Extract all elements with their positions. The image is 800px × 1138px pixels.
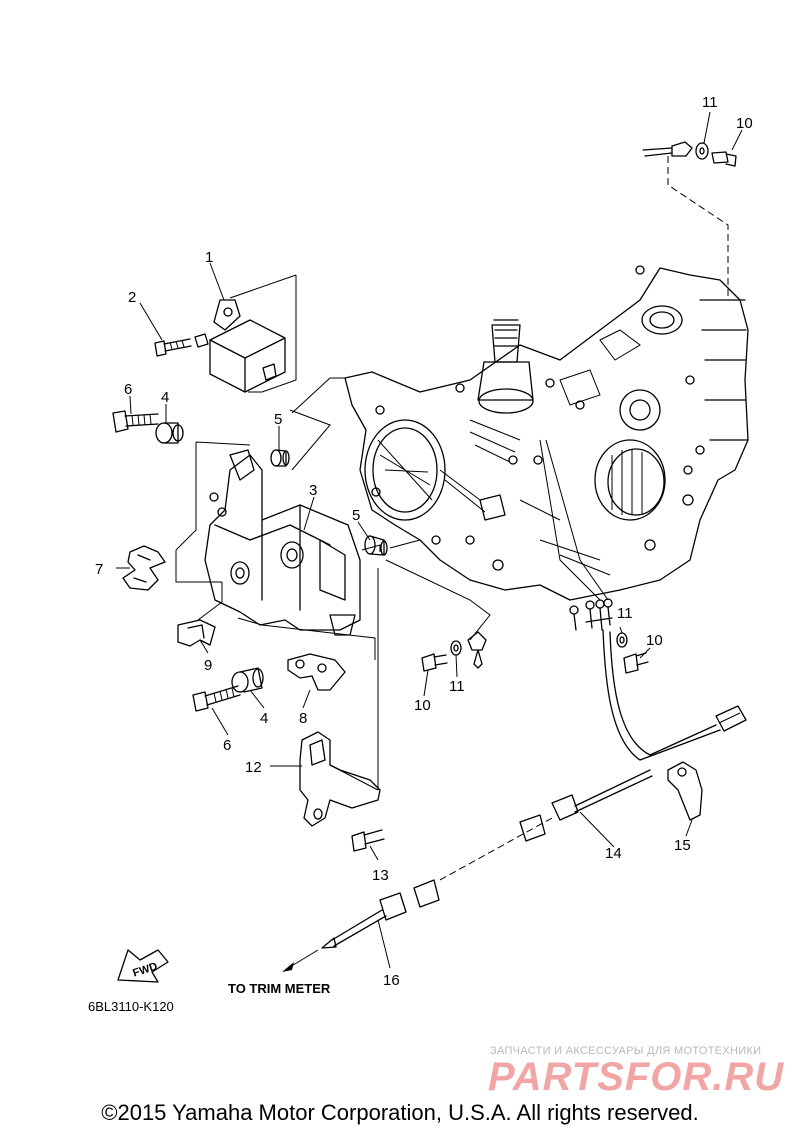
watermark-tagline: ЗАПЧАСТИ И АКСЕССУАРЫ ДЛЯ МОТОТЕХНИКИ	[490, 1045, 761, 1057]
callout-11-right: 11	[617, 605, 633, 622]
washer-11-mid	[450, 640, 462, 656]
callout-numbers: 1 2 3 4 4 5 5 6 6 7 8 9 10 10 10 11 11 1…	[95, 94, 753, 989]
harness-14	[413, 629, 747, 908]
lead-16	[282, 892, 407, 972]
outline-box	[175, 274, 381, 660]
clamp-15	[667, 761, 703, 821]
engine-block	[344, 265, 749, 601]
callout-1: 1	[205, 249, 213, 266]
washer-11-top	[695, 142, 709, 160]
to-trim-meter-label: TO TRIM METER	[228, 981, 331, 996]
bracket-12	[299, 731, 381, 827]
callout-16: 16	[383, 972, 400, 989]
callout-14: 14	[605, 845, 622, 862]
collar-5-upper	[270, 449, 290, 467]
watermark-brand: PARTSFOR.RU	[488, 1055, 784, 1099]
callout-5-lower: 5	[352, 507, 360, 524]
bolt-6-upper	[112, 410, 159, 433]
part-1-coil	[194, 299, 286, 393]
callout-11-top: 11	[702, 94, 718, 111]
clamp-9	[177, 619, 216, 647]
clip-7	[122, 545, 166, 591]
clip-8	[287, 653, 346, 691]
callout-6-lower: 6	[223, 737, 231, 754]
callout-10-right: 10	[646, 632, 663, 649]
bolt-2	[154, 338, 192, 357]
callout-10-top: 10	[736, 115, 753, 132]
bolt-10-top	[711, 151, 737, 167]
copyright-notice: ©2015 Yamaha Motor Corporation, U.S.A. A…	[101, 1100, 699, 1125]
callout-4-lower: 4	[260, 710, 268, 727]
bushing-4-lower	[231, 667, 264, 693]
callout-6-upper: 6	[124, 381, 132, 398]
leader-lines	[116, 111, 743, 969]
callout-12: 12	[245, 759, 262, 776]
callout-4-upper: 4	[161, 389, 169, 406]
callout-9: 9	[204, 657, 212, 674]
ground-cable-top	[642, 141, 729, 300]
callout-15: 15	[674, 837, 691, 854]
terminal-mid	[385, 559, 491, 669]
bracket-assembly	[204, 449, 361, 636]
callout-5-upper: 5	[274, 411, 282, 428]
diagram-code: 6BL3110-K120	[88, 999, 174, 1014]
fwd-arrow	[117, 949, 169, 983]
bolt-10-mid	[421, 653, 448, 672]
callout-3: 3	[309, 482, 317, 499]
callout-13: 13	[372, 867, 389, 884]
callout-11-mid: 11	[449, 678, 465, 695]
bolt-6-lower	[192, 685, 241, 712]
bushing-4-upper	[155, 422, 184, 444]
callout-10-mid: 10	[414, 697, 431, 714]
bolt-10-right	[623, 652, 649, 674]
callout-7: 7	[95, 561, 103, 578]
washer-11-right	[616, 632, 628, 648]
callout-2: 2	[128, 289, 136, 306]
ring-terminals	[539, 439, 613, 631]
callout-8: 8	[299, 710, 307, 727]
collar-5-lower	[364, 535, 421, 556]
bolt-13	[351, 829, 385, 852]
